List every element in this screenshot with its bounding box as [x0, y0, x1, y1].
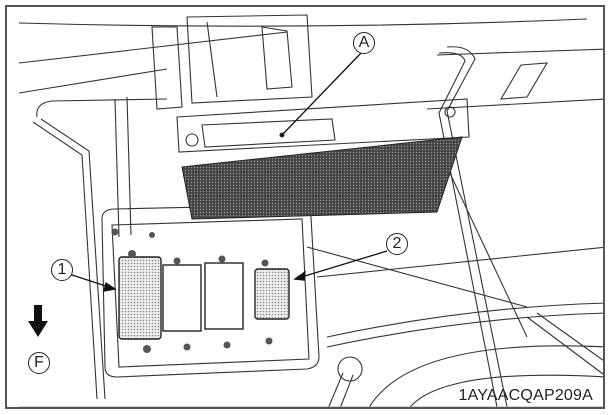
callout-2: 2 — [386, 233, 408, 255]
callout-1: 1 — [51, 259, 73, 281]
callout-A: A — [353, 32, 375, 54]
figure-id: 1AYAACQAP209A — [458, 387, 593, 404]
engine-bay-illustration — [18, 14, 603, 407]
front-direction-label: F — [28, 352, 50, 374]
down-arrow-icon — [28, 305, 48, 337]
diagram-frame: A 1 2 F 1AYAACQAP209A — [5, 5, 605, 409]
